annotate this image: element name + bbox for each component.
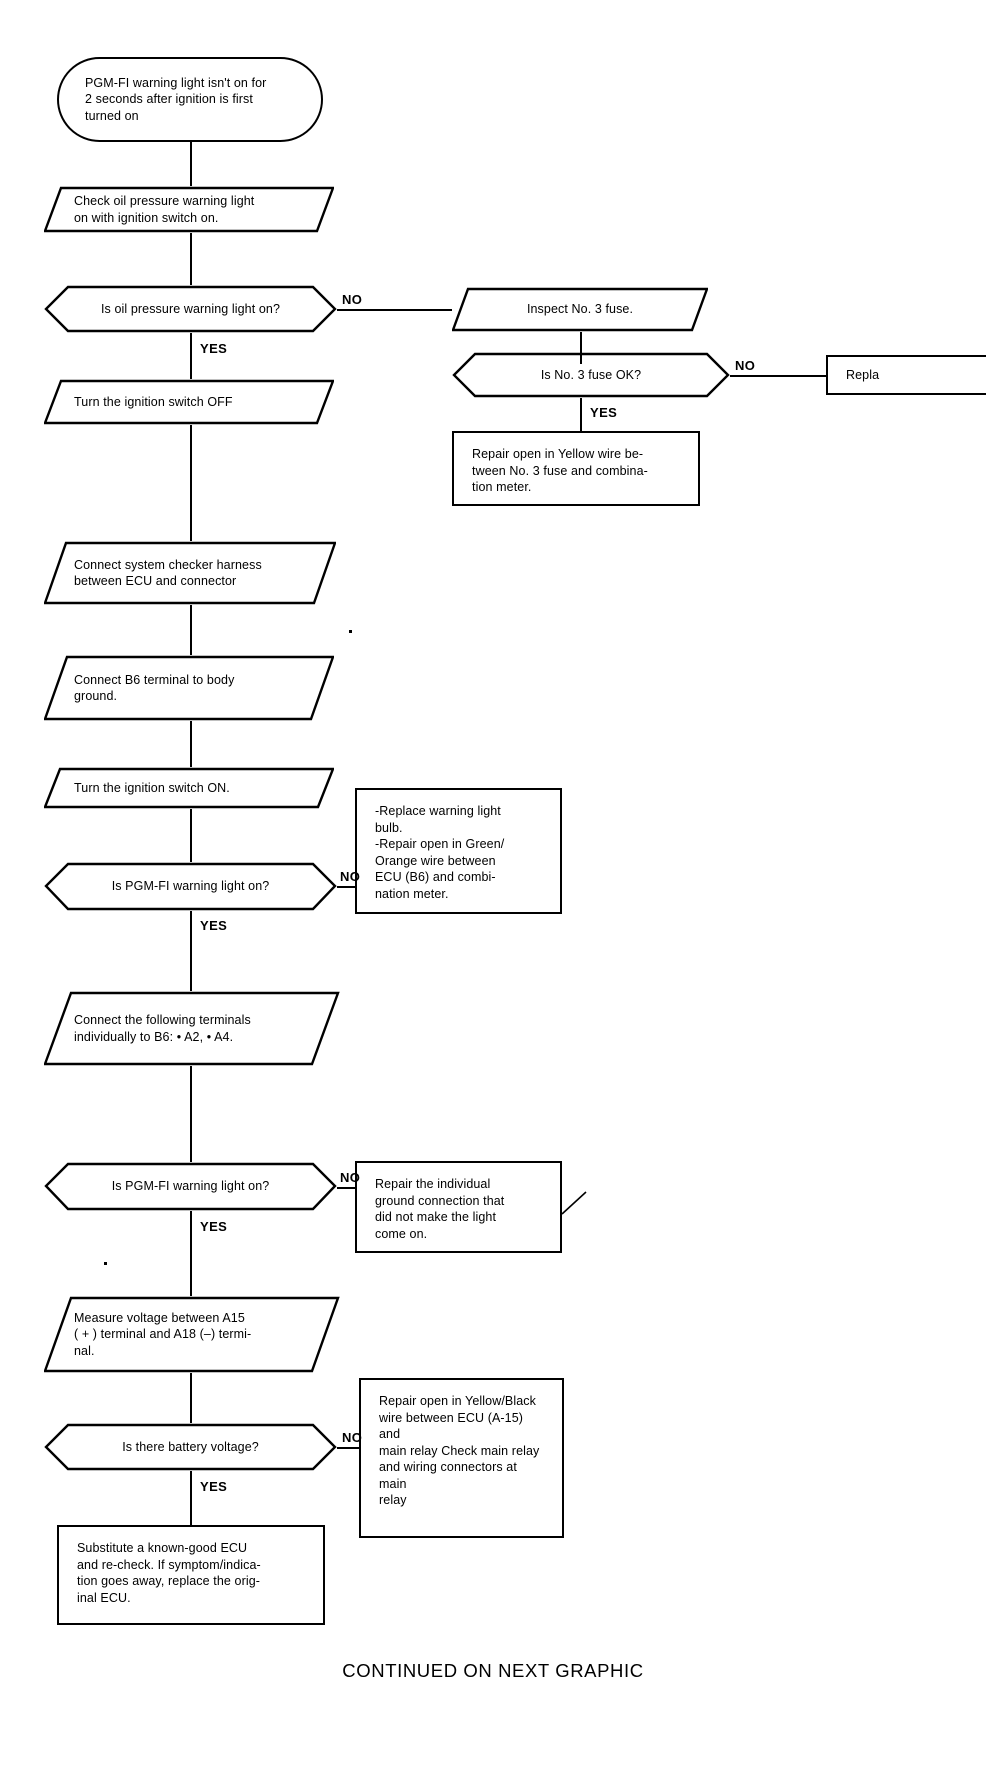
connector-fuseq-yes xyxy=(580,398,583,431)
node-repair-ground-text: Repair the individual ground connection … xyxy=(375,1177,505,1241)
node-start-terminator: PGM-FI warning light isn't on for 2 seco… xyxy=(57,57,323,142)
connector-measure-to-batteryq xyxy=(190,1373,193,1423)
connector-inspect-to-fuseq xyxy=(580,332,583,364)
connector-ignitionon-to-pgmfiq1 xyxy=(190,809,193,862)
node-repair-yellow-black: Repair open in Yellow/Black wire between… xyxy=(359,1378,564,1538)
connector-oilq-yes xyxy=(190,333,193,379)
node-replace-fuse: Repla xyxy=(826,355,986,395)
node-connect-harness-text: Connect system checker harness between E… xyxy=(74,557,262,589)
node-repair-ground: Repair the individual ground connection … xyxy=(355,1161,562,1253)
node-inspect-fuse: Inspect No. 3 fuse. xyxy=(452,287,708,332)
node-q-fuse-ok-text: Is No. 3 fuse OK? xyxy=(540,367,642,382)
node-ignition-off-text: Turn the ignition switch OFF xyxy=(74,394,233,409)
parallelogram-shape xyxy=(44,655,334,721)
branch-label-pgmfi1-yes: YES xyxy=(200,918,228,933)
branch-label-pgmfi2-yes: YES xyxy=(200,1219,228,1234)
node-repair-yellow-wire: Repair open in Yellow wire be- tween No.… xyxy=(452,431,700,506)
node-q-pgmfi-light-1: Is PGM-FI warning light on? xyxy=(44,862,337,911)
connector-batteryq-no xyxy=(337,1447,359,1450)
connector-start-to-check xyxy=(190,142,193,186)
connector-terminals-to-pgmfiq2 xyxy=(190,1066,193,1162)
node-replace-bulb: -Replace warning light bulb. -Repair ope… xyxy=(355,788,562,914)
parallelogram-shape xyxy=(44,1296,340,1373)
node-measure-voltage-text: Measure voltage between A15 ( + ) termin… xyxy=(74,1310,252,1358)
node-replace-fuse-text: Repla xyxy=(846,367,880,382)
node-ignition-on: Turn the ignition switch ON. xyxy=(44,767,334,809)
connector-b6-to-ignitionon xyxy=(190,721,193,767)
branch-label-oil-no: NO xyxy=(342,292,363,307)
connector-fuseq-no xyxy=(730,375,826,378)
footer-continued-note: CONTINUED ON NEXT GRAPHIC xyxy=(342,1660,644,1681)
connector-pgmfiq2-yes xyxy=(190,1211,193,1296)
node-q-oil-light-text: Is oil pressure warning light on? xyxy=(100,301,281,316)
branch-label-pgmfi2-no: NO xyxy=(340,1170,361,1185)
connector-harness-to-b6 xyxy=(190,605,193,655)
node-substitute-ecu-text: Substitute a known-good ECU and re-check… xyxy=(77,1541,261,1605)
pointer-tick-mark xyxy=(561,1191,587,1215)
hexagon-shape xyxy=(44,285,337,333)
node-start-text: PGM-FI warning light isn't on for 2 seco… xyxy=(85,75,267,123)
node-q-oil-light: Is oil pressure warning light on? xyxy=(44,285,337,333)
hexagon-shape xyxy=(44,862,337,911)
node-check-oil-light: Check oil pressure warning light on with… xyxy=(44,186,334,233)
node-repair-yellow-wire-text: Repair open in Yellow wire be- tween No.… xyxy=(472,447,648,494)
node-substitute-ecu: Substitute a known-good ECU and re-check… xyxy=(57,1525,325,1625)
connector-ignitionoff-to-harness xyxy=(190,425,193,541)
parallelogram-shape xyxy=(44,541,336,605)
node-q-fuse-ok: Is No. 3 fuse OK? xyxy=(452,352,730,398)
branch-label-oil-yes: YES xyxy=(200,341,228,356)
node-connect-b6: Connect B6 terminal to body ground. xyxy=(44,655,334,721)
node-connect-terminals-text: Connect the following terminals individu… xyxy=(74,1013,251,1044)
connector-pgmfiq1-yes xyxy=(190,911,193,991)
node-q-battery-voltage: Is there battery voltage? xyxy=(44,1423,337,1471)
node-q-pgmfi-light-2: Is PGM-FI warning light on? xyxy=(44,1162,337,1211)
scan-speck-1 xyxy=(349,630,352,633)
parallelogram-shape xyxy=(44,186,334,233)
branch-label-fuse-yes: YES xyxy=(590,405,618,420)
node-check-oil-light-text: Check oil pressure warning light on with… xyxy=(74,194,255,225)
node-q-battery-voltage-text: Is there battery voltage? xyxy=(122,1439,259,1454)
parallelogram-shape xyxy=(44,991,340,1066)
node-measure-voltage: Measure voltage between A15 ( + ) termin… xyxy=(44,1296,340,1373)
parallelogram-shape xyxy=(452,287,708,332)
scan-speck-2 xyxy=(104,1262,107,1265)
node-q-pgmfi-light-1-text: Is PGM-FI warning light on? xyxy=(111,879,270,894)
node-connect-b6-text: Connect B6 terminal to body ground. xyxy=(74,672,235,704)
node-connect-harness: Connect system checker harness between E… xyxy=(44,541,336,605)
connector-pgmfiq2-no xyxy=(337,1187,355,1190)
hexagon-shape xyxy=(44,1423,337,1471)
node-q-pgmfi-light-2-text: Is PGM-FI warning light on? xyxy=(111,1179,270,1194)
branch-label-battery-yes: YES xyxy=(200,1479,228,1494)
branch-label-fuse-no: NO xyxy=(735,358,756,373)
node-replace-bulb-text: -Replace warning light bulb. -Repair ope… xyxy=(375,804,505,901)
node-ignition-on-text: Turn the ignition switch ON. xyxy=(74,780,230,795)
parallelogram-shape xyxy=(44,379,334,425)
branch-label-pgmfi1-no: NO xyxy=(340,869,361,884)
connector-pgmfiq1-no xyxy=(337,886,355,889)
connector-oilq-no xyxy=(337,309,452,312)
connector-check-to-oilq xyxy=(190,233,193,285)
parallelogram-shape xyxy=(44,767,334,809)
node-repair-yellow-black-text: Repair open in Yellow/Black wire between… xyxy=(379,1394,540,1507)
node-inspect-fuse-text: Inspect No. 3 fuse. xyxy=(526,302,634,317)
hexagon-shape xyxy=(452,352,730,398)
hexagon-shape xyxy=(44,1162,337,1211)
node-ignition-off: Turn the ignition switch OFF xyxy=(44,379,334,425)
connector-batteryq-yes xyxy=(190,1471,193,1525)
node-connect-terminals: Connect the following terminals individu… xyxy=(44,991,340,1066)
branch-label-battery-no: NO xyxy=(342,1430,363,1445)
